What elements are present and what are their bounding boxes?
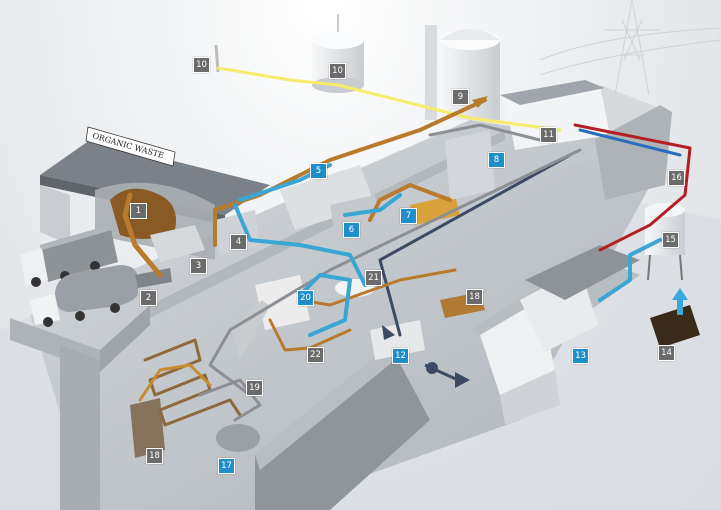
label-7: 7 — [400, 208, 417, 224]
power-pylon — [540, 0, 720, 95]
label-21: 21 — [365, 270, 382, 286]
label-16: 16 — [668, 170, 685, 186]
label-8: 8 — [488, 152, 505, 168]
label-10: 10 — [329, 63, 346, 79]
label-1: 1 — [130, 203, 147, 219]
label-19: 19 — [246, 380, 263, 396]
label-11: 11 — [540, 127, 557, 143]
label-5: 5 — [310, 163, 327, 179]
front-wall-low — [60, 345, 100, 510]
pump-17 — [216, 424, 260, 452]
label-12: 12 — [392, 348, 409, 364]
silo-9 — [425, 25, 500, 120]
label-18: 18 — [466, 289, 483, 305]
label-9: 9 — [452, 89, 469, 105]
label-20: 20 — [297, 290, 314, 306]
label-13: 13 — [572, 348, 589, 364]
label-18: 18 — [146, 448, 163, 464]
label-4: 4 — [230, 234, 247, 250]
label-14: 14 — [658, 345, 675, 361]
label-3: 3 — [190, 258, 207, 274]
label-15: 15 — [662, 232, 679, 248]
shed-wall — [40, 185, 70, 245]
tank-10 — [312, 14, 364, 93]
valve-gas — [426, 362, 438, 374]
label-17: 17 — [218, 458, 235, 474]
label-10: 10 — [193, 57, 210, 73]
label-6: 6 — [343, 222, 360, 238]
label-22: 22 — [307, 347, 324, 363]
label-2: 2 — [140, 290, 157, 306]
